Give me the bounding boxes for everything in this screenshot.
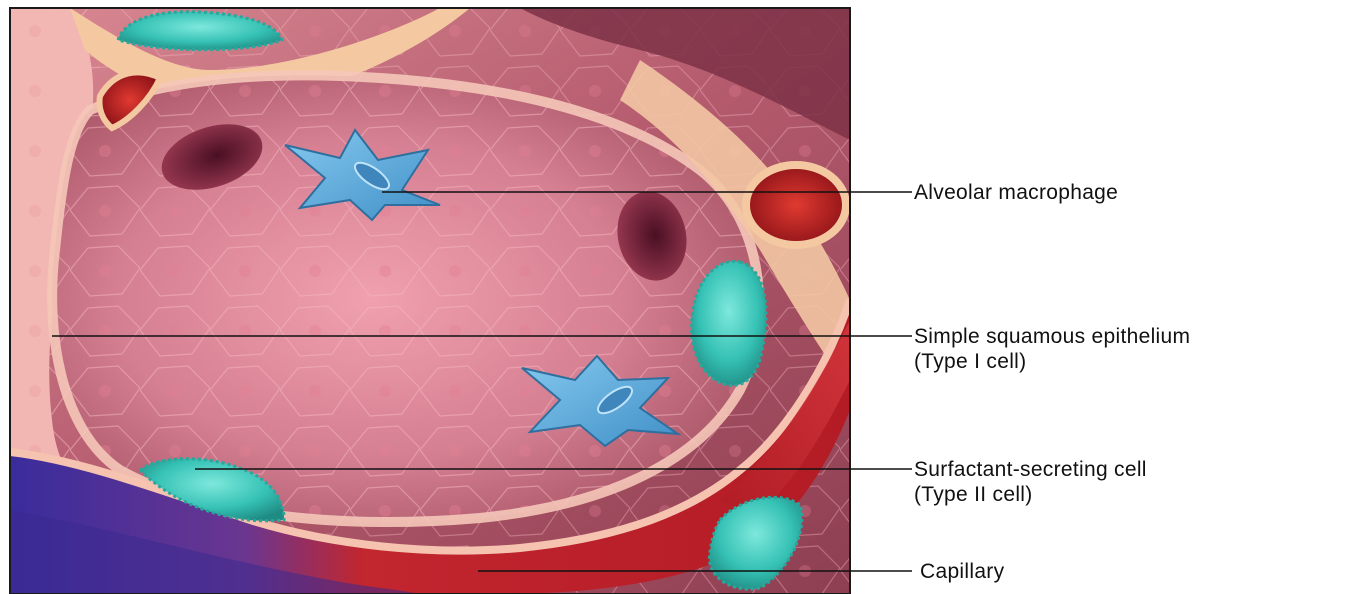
label-capillary-text: Capillary [920,560,1004,583]
label-capillary: Capillary [920,559,1004,584]
type-ii-cell [692,261,766,385]
label-type2-sub: (Type II cell) [914,482,1147,507]
label-type1-sub: (Type I cell) [914,349,1190,374]
label-macrophage-text: Alveolar macrophage [914,181,1118,204]
label-surfactant-secreting-cell: Surfactant-secreting cell (Type II cell) [914,457,1147,507]
label-simple-squamous-epithelium: Simple squamous epithelium (Type I cell) [914,324,1190,374]
small-vessel-right [746,165,846,245]
label-type1-text: Simple squamous epithelium [914,324,1190,349]
label-alveolar-macrophage: Alveolar macrophage [914,180,1118,205]
label-type2-text: Surfactant-secreting cell [914,457,1147,482]
